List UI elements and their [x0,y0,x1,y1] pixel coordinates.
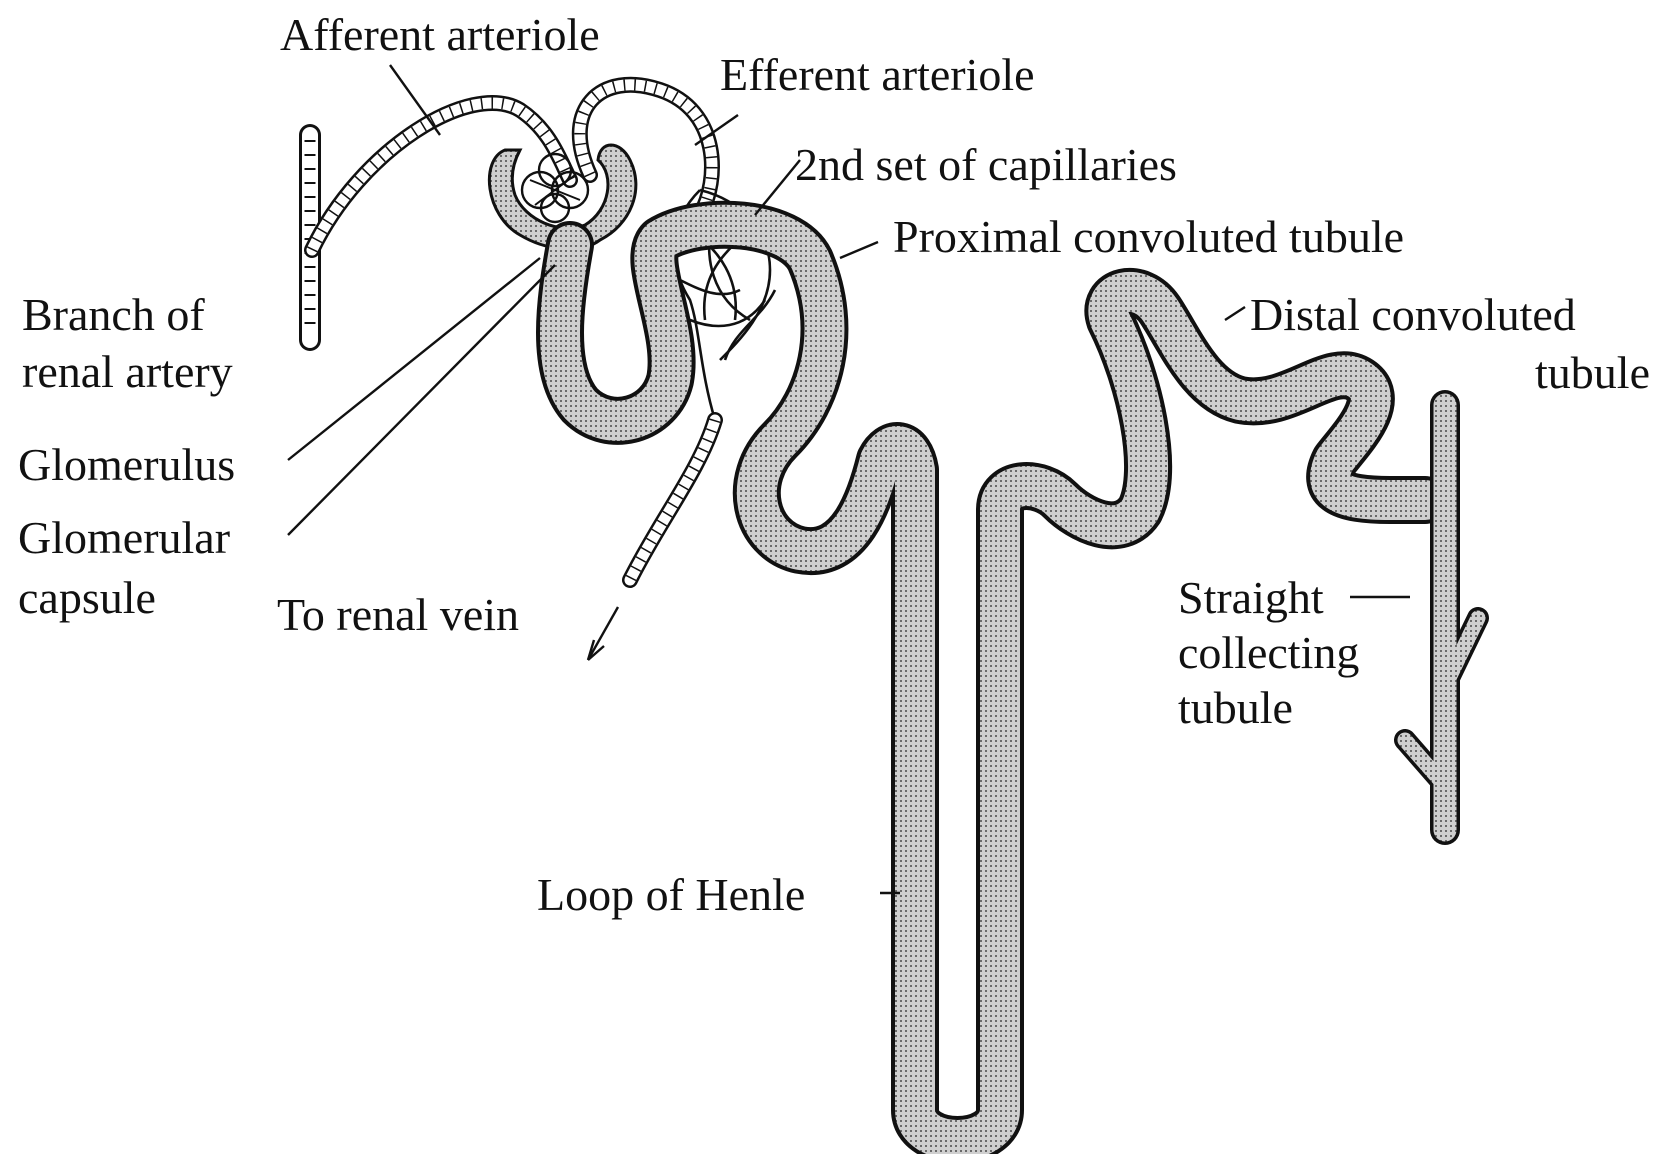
label-capsule-line1: Glomerular [18,512,230,563]
label-distal-tubule-line1: Distal convoluted [1250,289,1576,340]
label-branch-line2: renal artery [22,346,233,397]
label-collecting-line2: collecting [1178,627,1359,678]
label-loop-henle: Loop of Henle [537,869,805,920]
collecting-duct [1405,405,1478,830]
label-afferent-arteriole: Afferent arteriole [280,9,600,60]
label-renal-vein: To renal vein [277,589,519,640]
label-branch-line1: Branch of [22,289,205,340]
renal-vein-vessel [588,420,715,660]
label-second-capillaries: 2nd set of capillaries [795,139,1177,190]
label-efferent-arteriole: Efferent arteriole [720,49,1035,100]
label-distal-tubule-line2: tubule [1535,347,1650,398]
label-proximal-tubule: Proximal convoluted tubule [893,211,1404,262]
renal-tubule [560,225,1425,1140]
efferent-arteriole-vessel [580,85,712,215]
label-collecting-line3: tubule [1178,682,1293,733]
label-glomerulus: Glomerulus [18,439,235,490]
label-collecting-line1: Straight [1178,572,1324,623]
label-capsule-line2: capsule [18,572,156,623]
